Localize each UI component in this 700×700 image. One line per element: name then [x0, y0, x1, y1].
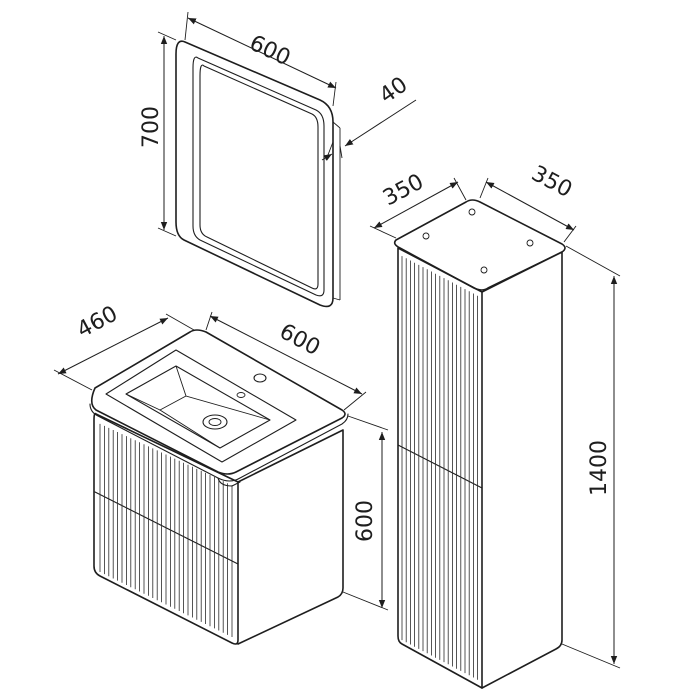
dim-label-tall-cabinet-height: 1400 — [587, 440, 612, 496]
dim-label-vanity-depth: 460 — [73, 302, 122, 344]
dim-tall-cabinet-depth: 350 — [479, 161, 577, 243]
basin-top — [90, 329, 346, 475]
tall-cabinet — [393, 199, 566, 689]
fixing-hole — [422, 232, 430, 240]
fixing-hole — [468, 208, 476, 216]
mirror-outer-frame — [175, 40, 334, 308]
basin-drain — [202, 414, 228, 430]
fixing-hole — [480, 266, 488, 274]
dim-tall-cabinet-height: 1400 — [561, 245, 621, 669]
fixing-hole — [526, 239, 534, 247]
dim-mirror-width: 600 — [184, 11, 337, 107]
tall-cabinet-side — [481, 251, 563, 689]
vanity-drawer-split — [94, 491, 239, 565]
dim-label-tall-cabinet-depth: 350 — [527, 161, 576, 203]
basin-bowl-facet — [159, 395, 221, 449]
vanity-fluted-front — [99, 423, 233, 637]
dim-mirror-depth: 40 — [321, 72, 417, 161]
dim-label-vanity-height: 600 — [353, 500, 378, 542]
tap-hole — [253, 373, 267, 383]
vanity-unit — [89, 329, 349, 645]
dim-label-vanity-width: 600 — [275, 319, 324, 361]
mirror-side-edge — [332, 297, 341, 301]
mirror-side-edge — [332, 121, 341, 129]
basin-bowl-facet — [125, 393, 161, 411]
dim-vanity-width: 600 — [205, 311, 367, 411]
dim-mirror-height: 700 — [139, 31, 177, 237]
tall-cabinet-top — [393, 199, 566, 291]
dim-label-tall-cabinet-width: 350 — [379, 170, 428, 212]
basin-top-edge — [89, 403, 349, 482]
dim-label-mirror-depth: 40 — [375, 72, 412, 109]
tall-cabinet-front — [397, 247, 483, 689]
vanity-cabinet-side — [237, 429, 344, 645]
dim-vanity-depth: 460 — [53, 302, 195, 391]
vanity-cabinet-front — [93, 412, 239, 645]
basin-top-lower-edge — [217, 477, 241, 487]
tall-cabinet-fluted-front — [401, 256, 479, 680]
dim-vanity-height: 600 — [342, 415, 389, 611]
basin-drain-inner — [208, 418, 222, 426]
dim-label-mirror-height: 700 — [139, 106, 164, 148]
overflow-hole — [236, 392, 246, 398]
mirror — [175, 40, 341, 308]
